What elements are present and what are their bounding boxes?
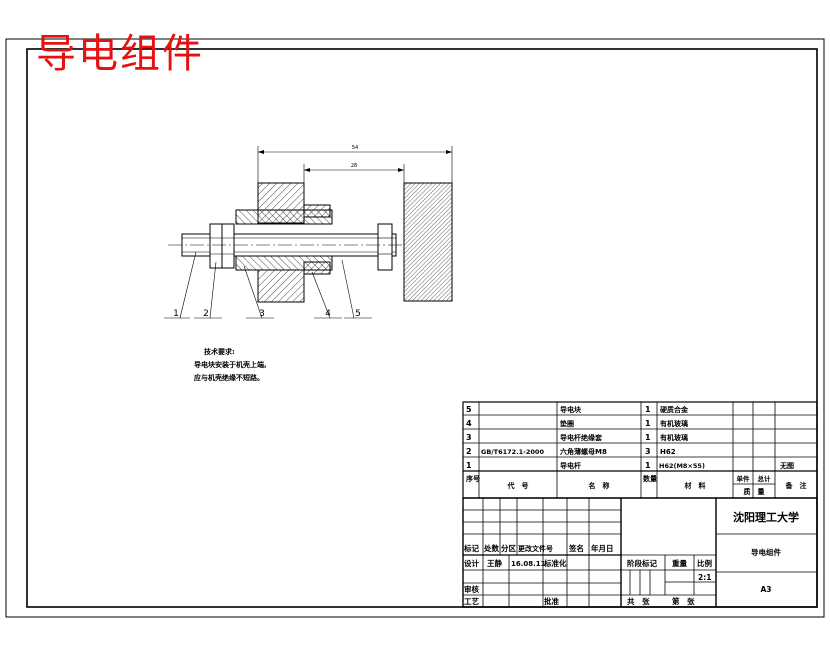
svg-text:工艺: 工艺 bbox=[464, 596, 479, 606]
svg-text:备 注: 备 注 bbox=[785, 481, 807, 490]
svg-text:标准化: 标准化 bbox=[543, 558, 567, 568]
balloon-4: 4 bbox=[325, 309, 331, 319]
table-row: 2 GB/T6172.1-2000 六角薄螺母M8 3 H62 bbox=[466, 447, 676, 456]
svg-text:六角薄螺母M8: 六角薄螺母M8 bbox=[560, 447, 607, 456]
svg-text:1: 1 bbox=[645, 419, 651, 428]
svg-text:无图: 无图 bbox=[779, 461, 794, 470]
inner-frame bbox=[26, 48, 818, 608]
svg-text:有机玻璃: 有机玻璃 bbox=[660, 433, 688, 442]
balloon-5: 5 bbox=[355, 309, 361, 319]
svg-text:批准: 批准 bbox=[544, 596, 559, 606]
hex-nut-right bbox=[377, 223, 393, 271]
svg-text:更改文件号: 更改文件号 bbox=[518, 544, 553, 553]
svg-text:1: 1 bbox=[645, 461, 651, 470]
svg-text:名 称: 名 称 bbox=[589, 481, 610, 490]
housing-right bbox=[403, 182, 453, 302]
conductor-block-lower bbox=[257, 269, 305, 303]
svg-text:H62: H62 bbox=[660, 448, 676, 456]
svg-text:材 料: 材 料 bbox=[684, 481, 706, 490]
svg-text:3: 3 bbox=[466, 433, 472, 442]
svg-text:导电块: 导电块 bbox=[560, 405, 582, 414]
part-name: 导电组件 bbox=[751, 547, 781, 557]
svg-text:2: 2 bbox=[466, 447, 472, 456]
svg-text:重量: 重量 bbox=[672, 558, 687, 568]
svg-text:单件: 单件 bbox=[737, 474, 751, 483]
school-name: 沈阳理工大学 bbox=[733, 510, 799, 524]
svg-text:导电杆: 导电杆 bbox=[560, 461, 581, 470]
title-block-labels: 标记 处数 分区 更改文件号 签名 年月日 设计 王静 16.08.11 标准化… bbox=[463, 510, 799, 606]
table-row: 1 导电杆 1 H62(M8×55) 无图 bbox=[466, 461, 794, 470]
dim-inner-label: 28 bbox=[351, 163, 357, 169]
hex-nut-left-2 bbox=[221, 223, 235, 269]
svg-text:5: 5 bbox=[466, 405, 472, 414]
scale-value: 2:1 bbox=[698, 573, 711, 582]
table-row: 3 导电杆绝缘套 1 有机玻璃 bbox=[466, 433, 688, 442]
notes-line-1: 导电块安装于机壳上端, bbox=[194, 360, 267, 369]
svg-text:设计: 设计 bbox=[464, 558, 479, 568]
svg-text:垫圈: 垫圈 bbox=[560, 419, 574, 428]
svg-text:导电杆绝缘套: 导电杆绝缘套 bbox=[560, 433, 603, 442]
svg-text:GB/T6172.1-2000: GB/T6172.1-2000 bbox=[481, 448, 544, 456]
svg-text:分区: 分区 bbox=[501, 543, 516, 553]
title-block bbox=[462, 497, 818, 608]
hex-nut-left-1 bbox=[209, 223, 223, 269]
svg-text:H62(M8×55): H62(M8×55) bbox=[659, 462, 705, 470]
svg-text:第 张: 第 张 bbox=[672, 596, 695, 606]
svg-text:总计: 总计 bbox=[758, 474, 772, 483]
svg-text:4: 4 bbox=[466, 419, 472, 428]
dim-overall-label: 54 bbox=[352, 145, 358, 151]
washer-upper bbox=[303, 204, 331, 218]
svg-text:比例: 比例 bbox=[697, 558, 712, 568]
svg-text:代 号: 代 号 bbox=[507, 481, 529, 490]
table-row: 5 导电块 1 硬质合金 bbox=[466, 405, 689, 414]
notes-line-2: 应与机壳绝缘不短路。 bbox=[194, 373, 264, 382]
svg-text:处数: 处数 bbox=[483, 543, 499, 553]
balloon-3: 3 bbox=[259, 309, 265, 319]
notes-heading: 技术要求: bbox=[204, 347, 235, 356]
svg-text:硬质合金: 硬质合金 bbox=[660, 405, 689, 414]
svg-text:签名: 签名 bbox=[568, 543, 584, 553]
drawing-number: A3 bbox=[760, 585, 771, 594]
svg-text:标记: 标记 bbox=[463, 543, 479, 553]
drawing-title: 导电组件 bbox=[36, 31, 204, 77]
design-date: 16.08.11 bbox=[511, 560, 546, 568]
balloon-2: 2 bbox=[203, 309, 209, 319]
svg-text:有机玻璃: 有机玻璃 bbox=[660, 419, 688, 428]
table-row: 4 垫圈 1 有机玻璃 bbox=[466, 419, 688, 428]
svg-text:阶段标记: 阶段标记 bbox=[627, 558, 657, 568]
svg-text:1: 1 bbox=[645, 433, 651, 442]
bom-table bbox=[462, 401, 818, 499]
svg-text:审核: 审核 bbox=[464, 584, 479, 594]
outer-frame bbox=[5, 38, 825, 618]
svg-text:1: 1 bbox=[645, 405, 651, 414]
svg-text:3: 3 bbox=[645, 447, 651, 456]
designer-name: 王静 bbox=[487, 558, 502, 568]
balloon-1: 1 bbox=[173, 309, 179, 319]
svg-text:年月日: 年月日 bbox=[591, 543, 614, 553]
svg-text:1: 1 bbox=[466, 461, 472, 470]
svg-text:序号: 序号 bbox=[465, 474, 480, 483]
bom-header: 序号 代 号 名 称 数量 材 料 单件 总计 质 量 备 注 bbox=[465, 474, 807, 496]
bom-rows: 5 导电块 1 硬质合金 4 垫圈 1 有机玻璃 3 导电杆绝缘套 1 有机玻璃… bbox=[466, 405, 794, 470]
svg-text:质 量: 质 量 bbox=[744, 487, 765, 496]
svg-text:共 张: 共 张 bbox=[627, 596, 650, 606]
washer-lower bbox=[303, 261, 331, 275]
assembly-view bbox=[164, 146, 453, 319]
svg-text:数量: 数量 bbox=[643, 474, 657, 483]
